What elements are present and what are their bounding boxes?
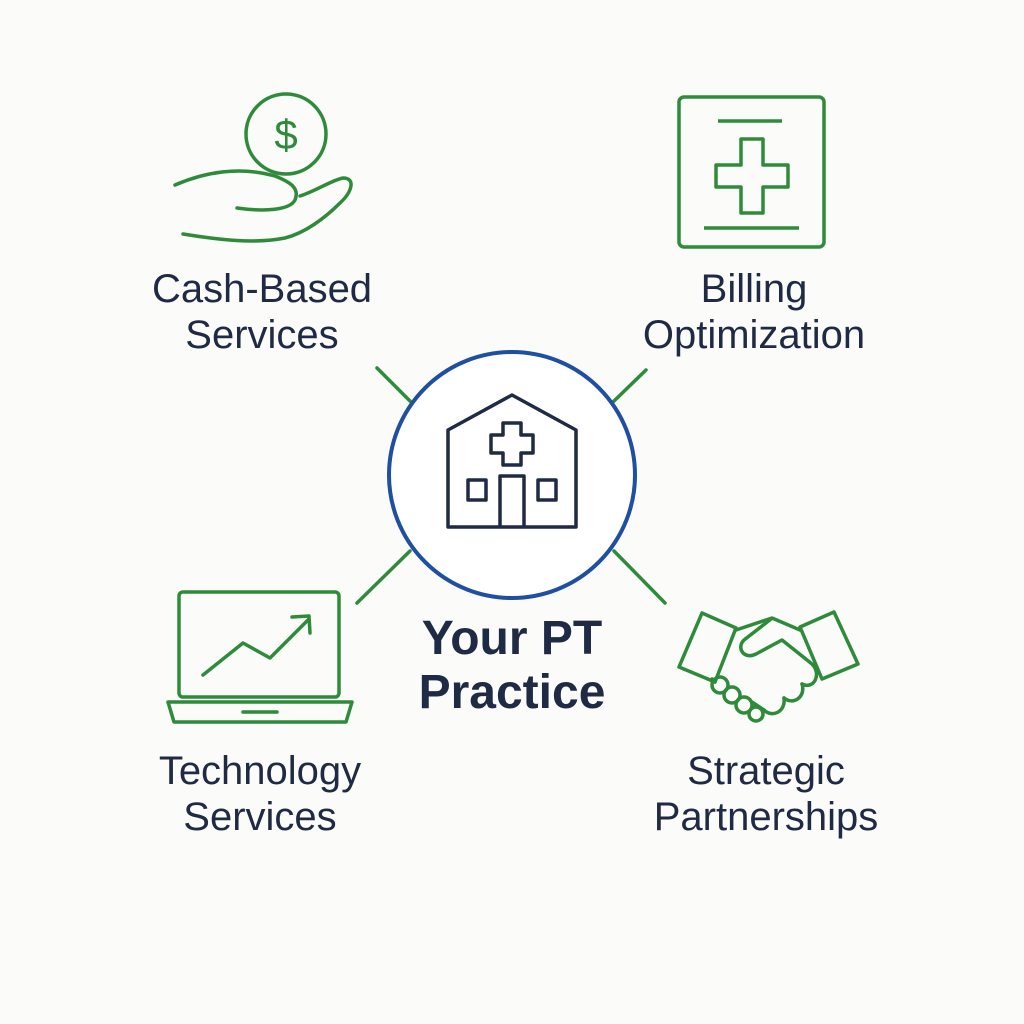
connector-cash	[375, 366, 412, 403]
cash-label-line-1: Cash-Based	[151, 267, 373, 311]
hub-label: Your PT Practice	[362, 612, 662, 720]
billing-optimization-label: Billing Optimization	[604, 266, 904, 358]
tech-label-line-1: Technology	[158, 749, 362, 793]
cash-based-services-label: Cash-Based Services	[112, 266, 412, 358]
connector-billing	[611, 368, 648, 404]
connector-partners	[612, 549, 667, 605]
hand-holding-dollar-icon	[173, 92, 353, 243]
technology-services-label: Technology Services	[110, 748, 410, 840]
partners-label-line-2: Partnerships	[653, 795, 879, 839]
laptop-trend-icon	[166, 590, 354, 724]
medical-document-icon	[677, 95, 826, 249]
cash-label-line-2: Services	[185, 313, 339, 357]
tech-label-line-2: Services	[183, 795, 337, 839]
partners-label-line-1: Strategic	[687, 749, 845, 793]
hub-label-line-1: Your PT	[421, 612, 603, 665]
hub-label-line-2: Practice	[418, 666, 606, 719]
strategic-partnerships-label: Strategic Partnerships	[616, 748, 916, 840]
connector-tech	[355, 549, 412, 605]
clinic-building-icon	[446, 393, 578, 529]
dollar-sign: $	[274, 111, 297, 158]
billing-label-line-1: Billing	[700, 267, 808, 311]
billing-label-line-2: Optimization	[642, 313, 866, 357]
handshake-icon	[677, 610, 860, 723]
